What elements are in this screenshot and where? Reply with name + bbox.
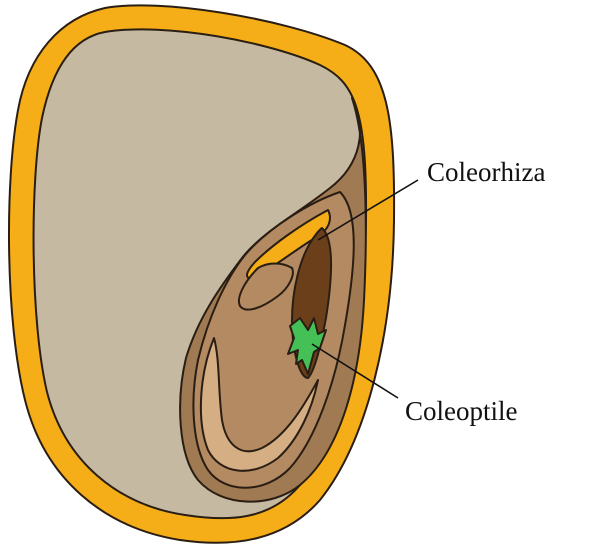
- coleorhiza-label: Coleorhiza: [427, 157, 545, 187]
- coleoptile-label: Coleoptile: [405, 396, 517, 426]
